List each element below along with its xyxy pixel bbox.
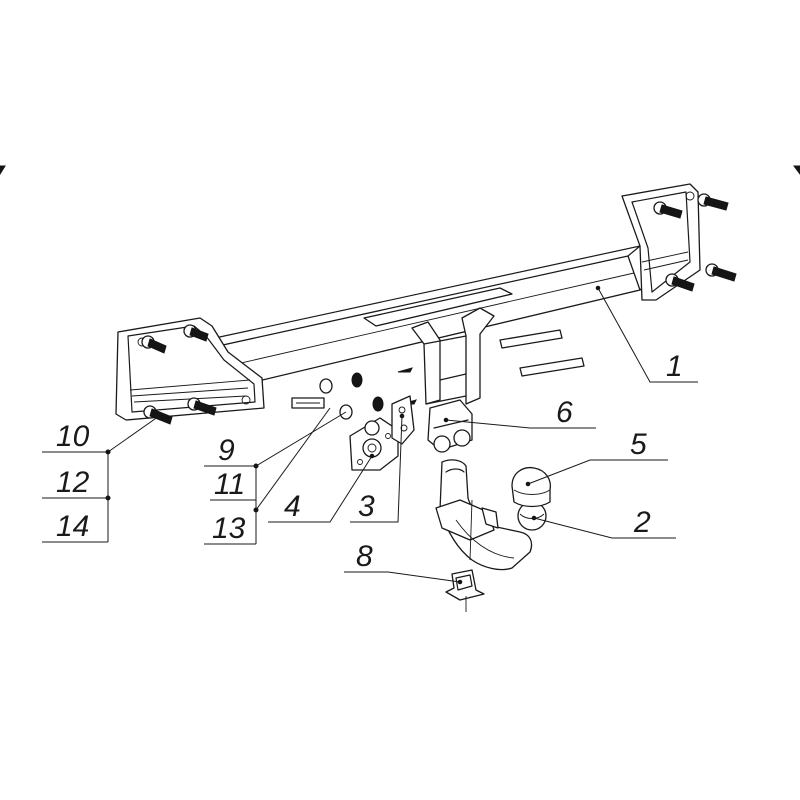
nuts-and-washers bbox=[319, 367, 417, 420]
left-bracket-bolts bbox=[141, 324, 217, 425]
callout-8: 8 bbox=[356, 540, 373, 573]
lock-key bbox=[445, 569, 485, 601]
label-plate bbox=[291, 397, 325, 409]
callout-6: 6 bbox=[556, 396, 573, 429]
coupling-head bbox=[427, 399, 473, 453]
leader-lines bbox=[42, 287, 698, 583]
callout-4: 4 bbox=[284, 490, 301, 523]
right-bracket-bolts bbox=[653, 193, 737, 292]
edge-mark-right bbox=[793, 165, 800, 175]
callout-12: 12 bbox=[56, 466, 90, 499]
callout-2: 2 bbox=[633, 506, 651, 539]
callout-13: 13 bbox=[212, 512, 246, 545]
ball-neck bbox=[435, 459, 533, 571]
callout-1: 1 bbox=[666, 350, 683, 383]
edge-mark-left bbox=[0, 165, 6, 175]
callout-9: 9 bbox=[218, 434, 235, 467]
callout-3: 3 bbox=[358, 490, 375, 523]
callout-5: 5 bbox=[630, 428, 647, 461]
center-saddle bbox=[363, 287, 513, 405]
callout-10: 10 bbox=[56, 420, 90, 453]
through-bolts bbox=[499, 329, 585, 377]
callout-11: 11 bbox=[214, 468, 245, 501]
ball-cover-cap bbox=[511, 466, 552, 508]
leader-anchor-dots bbox=[105, 285, 601, 585]
socket-bracket bbox=[391, 395, 415, 445]
socket-plate bbox=[349, 417, 399, 471]
callout-14: 14 bbox=[56, 510, 89, 543]
